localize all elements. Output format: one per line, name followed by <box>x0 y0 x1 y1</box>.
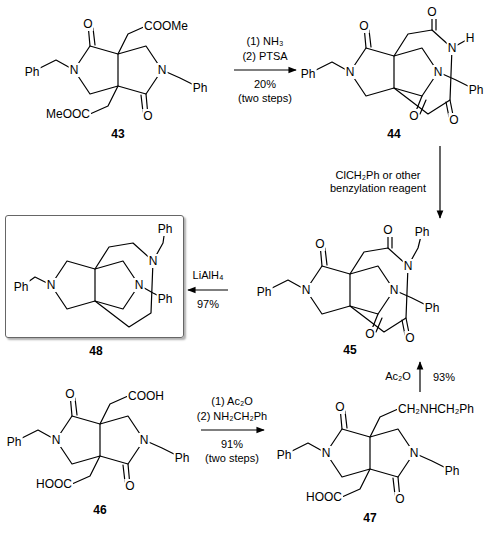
atom-label: N <box>148 254 159 268</box>
atom-label: Ph <box>276 448 293 462</box>
atom-label: HOOC <box>35 477 73 491</box>
reaction-note: 93% <box>432 371 456 384</box>
atom-label: COOMe <box>143 19 189 33</box>
atom-label: Ph <box>424 301 441 315</box>
compound-number: 48 <box>89 345 102 357</box>
reaction-arrow <box>234 69 296 70</box>
atom-label: O <box>394 492 405 506</box>
reagent-label: ClCH₂Ph or other benzylation reagent <box>322 169 434 195</box>
compound-structure <box>32 24 200 116</box>
reaction-arrow <box>439 146 440 218</box>
atom-label: O <box>124 479 135 493</box>
atom-label: CH₂NHCH₂Ph <box>397 402 475 416</box>
compound-number: 45 <box>343 344 356 356</box>
atom-label: Ph <box>157 292 174 306</box>
atom-label: Ph <box>174 451 191 465</box>
atom-label: HOOC <box>305 490 343 504</box>
atom-label: N <box>46 278 57 292</box>
reagent-label: (1) Ac₂O <box>211 395 253 408</box>
atom-label: Ph <box>414 225 431 239</box>
atom-label: O <box>314 237 325 251</box>
atom-label: N <box>403 259 414 273</box>
reaction-note: 91% <box>220 438 244 451</box>
compound-structure <box>21 229 165 327</box>
atom-label: Ph <box>157 222 174 236</box>
atom-label: O <box>358 19 369 33</box>
atom-label: N <box>447 41 458 55</box>
reaction-note: (2) PTSA <box>241 50 288 63</box>
atom-label: N <box>157 63 168 77</box>
atom-label: N <box>134 278 145 292</box>
atom-label: Ph <box>6 435 23 449</box>
compound-structure <box>308 12 476 120</box>
reaction-note: (two steps) <box>237 92 293 105</box>
atom-label: H <box>465 31 476 45</box>
atom-label: O <box>404 331 415 345</box>
reaction-arrow <box>419 362 420 392</box>
compound-number: 44 <box>387 128 400 140</box>
atom-label: O <box>382 223 393 237</box>
atom-label: Ph <box>24 65 41 79</box>
reaction-note: (2) NH₂CH₂Ph <box>196 410 268 423</box>
atom-label: N <box>139 433 150 447</box>
compound-structure <box>284 407 452 499</box>
atom-label: N <box>433 65 444 79</box>
atom-label: O <box>334 400 345 414</box>
atom-label: N <box>389 283 400 297</box>
reagent-label: Ac₂O <box>385 370 411 383</box>
atom-label: O <box>64 387 75 401</box>
atom-label: Ph <box>256 285 273 299</box>
atom-label: O <box>426 5 437 19</box>
compound-number: 47 <box>363 512 376 524</box>
atom-label: Ph <box>192 81 209 95</box>
atom-label: N <box>345 65 356 79</box>
atom-label: O <box>364 327 375 341</box>
atom-label: O <box>142 109 153 123</box>
atom-label: Ph <box>300 67 317 81</box>
compound-structure <box>14 394 182 486</box>
reagent-label: (1) NH₃ <box>247 35 284 48</box>
atom-label: Ph <box>13 280 30 294</box>
atom-label: Ph <box>468 83 485 97</box>
reaction-arrow <box>188 289 228 290</box>
reagent-label: LiAlH₄ <box>193 269 224 282</box>
compound-number: 46 <box>93 504 106 516</box>
compound-number: 43 <box>111 128 124 140</box>
atom-label: N <box>321 446 332 460</box>
atom-label: O <box>82 17 93 31</box>
atom-label: N <box>409 446 420 460</box>
atom-label: O <box>448 113 459 127</box>
atom-label: Ph <box>444 464 461 478</box>
atom-label: N <box>69 63 80 77</box>
compound-area: 46 <box>5 385 197 522</box>
atom-label: O <box>408 109 419 123</box>
atom-label: MeOOC <box>45 107 91 121</box>
compound-structure <box>264 230 432 338</box>
reaction-note: (two steps) <box>204 452 260 465</box>
atom-label: N <box>51 433 62 447</box>
reaction-arrow <box>201 429 264 430</box>
atom-label: COOH <box>127 389 165 403</box>
atom-label: N <box>301 283 312 297</box>
reaction-note: 97% <box>196 298 220 311</box>
reaction-note: 20% <box>253 78 277 91</box>
